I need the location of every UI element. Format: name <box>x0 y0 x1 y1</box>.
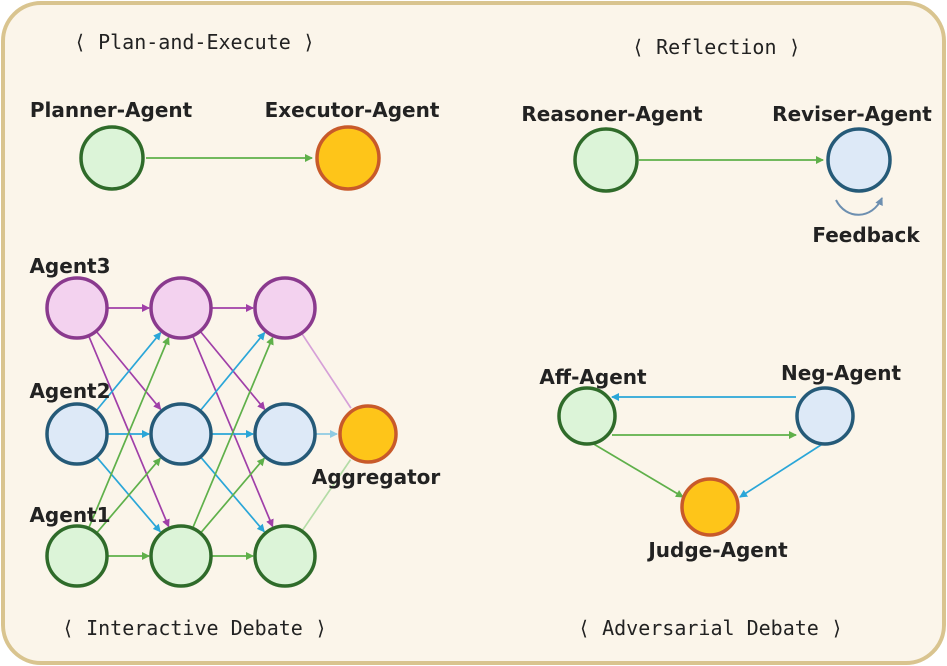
agent1-round3-node <box>253 524 317 588</box>
agent3-round1-node <box>45 276 109 340</box>
feedback-loop-arrow <box>835 197 883 216</box>
agent1-label: Agent1 <box>29 503 110 527</box>
reasoner-agent-label: Reasoner-Agent <box>521 102 703 126</box>
agent2-round3-node <box>253 402 317 466</box>
edge-round1-agent2-to-row3 <box>95 456 161 533</box>
edge-agent1-to-aggregator <box>301 459 352 532</box>
judge-agent-node <box>680 477 740 537</box>
executor-agent-label: Executor-Agent <box>265 98 440 122</box>
edge-round1-agent2-to-row1 <box>95 331 162 412</box>
agent1-round1-node <box>45 524 109 588</box>
edge-agent3-to-aggregator <box>300 332 352 409</box>
edge-round1-agent3-to-row2 <box>95 330 162 411</box>
edge-round2-agent2-to-row3 <box>199 456 265 533</box>
edge-neg-to-judge <box>739 442 825 498</box>
agent3-round3-node <box>253 276 317 340</box>
reviser-agent-label: Reviser-Agent <box>772 102 932 126</box>
agent2-round2-node <box>149 402 213 466</box>
agent2-round1-node <box>45 402 109 466</box>
agent3-label: Agent3 <box>29 254 110 278</box>
edge-round2-agent2-to-row1 <box>199 331 266 412</box>
adversarial-debate-group: Aff-Agent Neg-Agent Judge-Agent <box>539 361 901 562</box>
executor-agent-node <box>315 125 381 191</box>
debate-nodes <box>45 276 398 588</box>
feedback-label: Feedback <box>812 223 920 247</box>
edge-round2-agent1-to-row1 <box>191 336 274 529</box>
debate-edges <box>87 304 352 560</box>
reviser-agent-node <box>826 127 892 193</box>
edge-round1-agent1-to-row1 <box>87 336 170 529</box>
agent3-round2-node <box>149 276 213 340</box>
judge-agent-label: Judge-Agent <box>646 538 788 562</box>
section-title-interactive-debate: ⟨ Interactive Debate ⟩ <box>62 616 327 640</box>
section-title-adversarial-debate: ⟨ Adversarial Debate ⟩ <box>578 616 843 640</box>
reasoner-agent-node <box>573 127 639 193</box>
plan-and-execute-group: Planner-Agent Executor-Agent <box>30 98 440 191</box>
edge-round2-agent3-to-row2 <box>199 330 266 411</box>
reflection-group: Reasoner-Agent Reviser-Agent Feedback <box>521 102 932 247</box>
section-title-reflection: ⟨ Reflection ⟩ <box>632 35 801 59</box>
aff-agent-node <box>557 386 617 446</box>
agent1-round2-node <box>149 524 213 588</box>
planner-agent-label: Planner-Agent <box>30 98 193 122</box>
planner-agent-node <box>79 125 145 191</box>
neg-agent-node <box>795 386 855 446</box>
edge-round1-agent1-to-row2 <box>95 457 161 534</box>
edge-aff-to-judge <box>591 442 684 498</box>
interactive-debate-group: Agent3 Agent2 Agent1 Aggregator <box>29 254 441 588</box>
aff-agent-label: Aff-Agent <box>539 365 647 389</box>
agent2-label: Agent2 <box>29 379 110 403</box>
edge-round2-agent1-to-row2 <box>199 457 265 534</box>
neg-agent-label: Neg-Agent <box>781 361 902 385</box>
aggregator-label: Aggregator <box>312 465 441 489</box>
section-title-plan-and-execute: ⟨ Plan-and-Execute ⟩ <box>74 30 315 54</box>
aggregator-node <box>338 404 398 464</box>
